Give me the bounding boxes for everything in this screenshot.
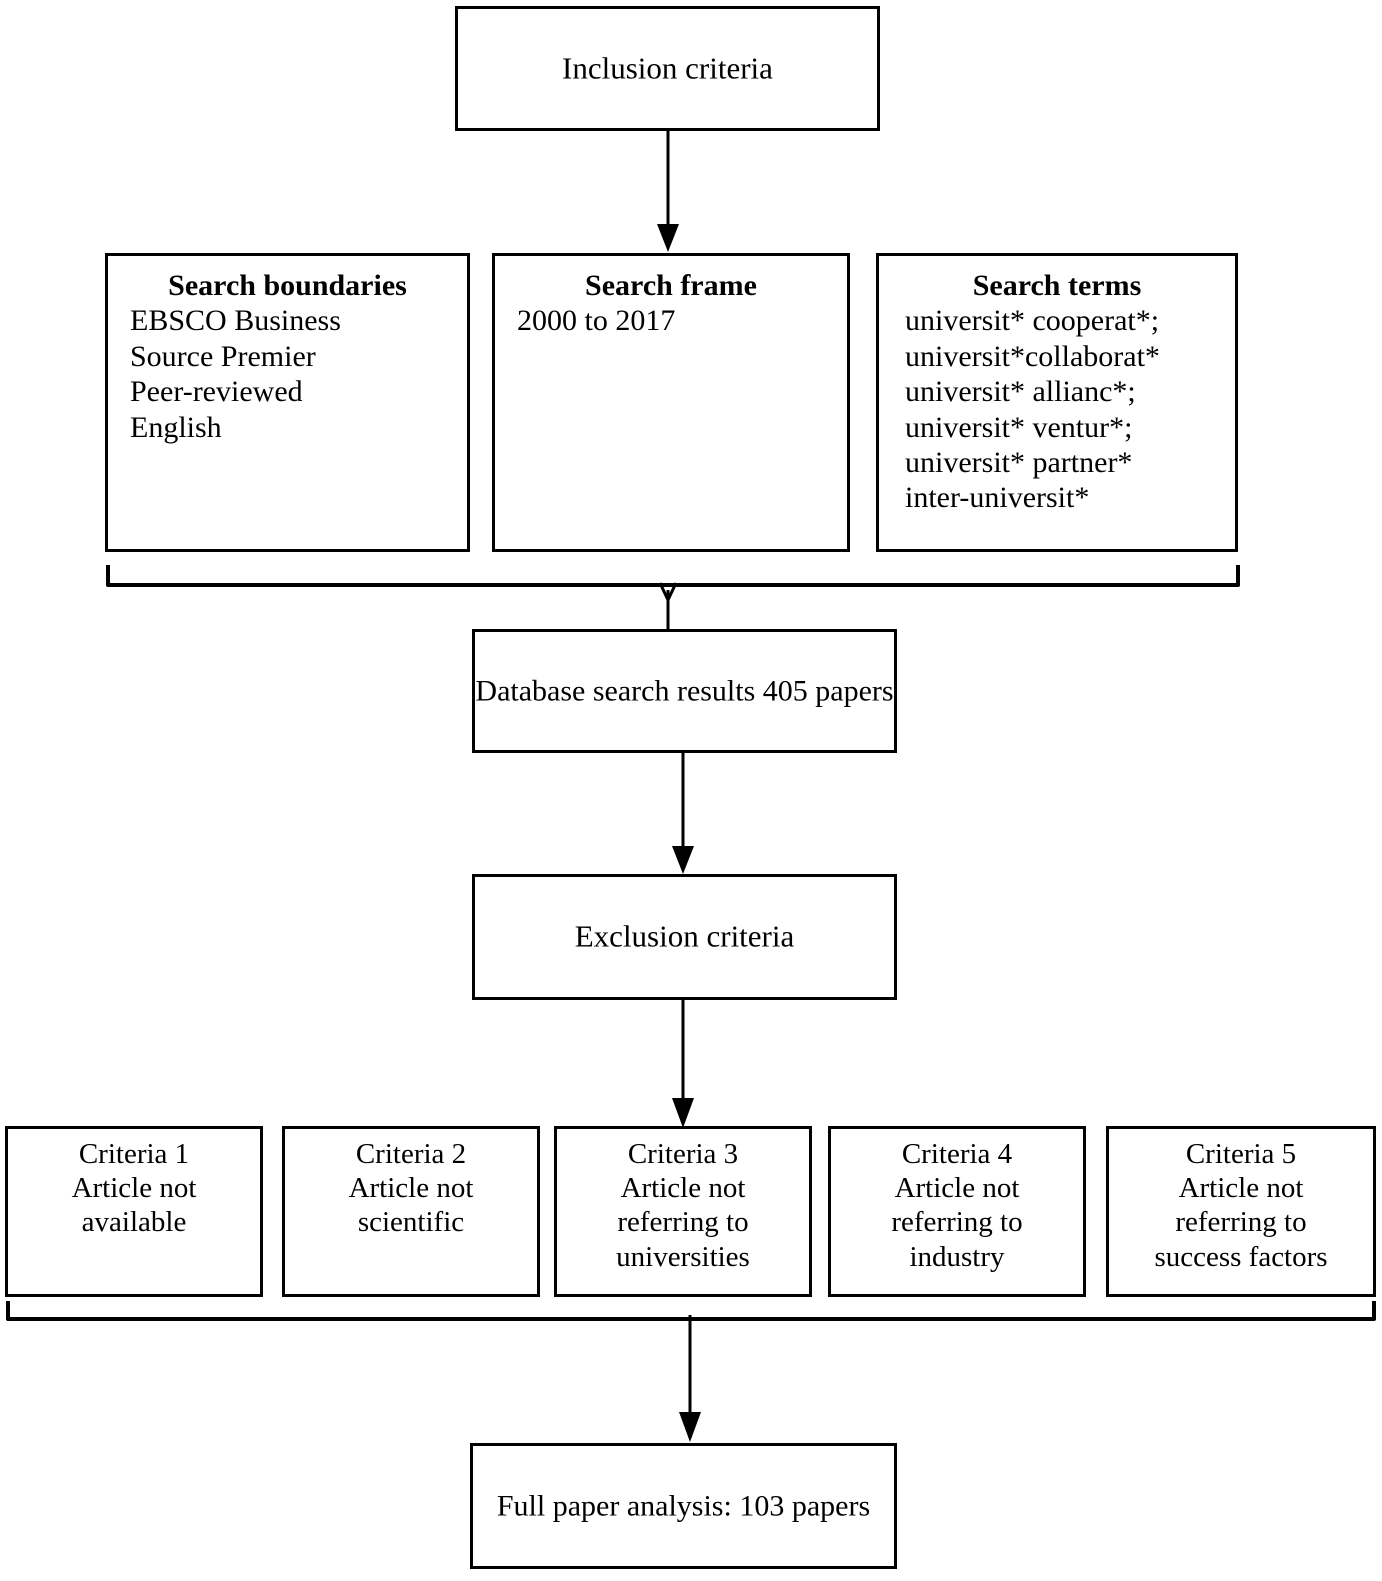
criteria-box-4[interactable]: Criteria 4 Article not referring to indu…: [828, 1126, 1086, 1297]
list-item: universit* allianc*;: [905, 375, 1136, 409]
criteria-lines: Article not referring to success factors: [1109, 1171, 1373, 1274]
node-database-search-results-line1: Database search results: [475, 674, 756, 708]
node-database-search-results[interactable]: Database search results 405 papers: [472, 629, 897, 753]
criteria-line: Article not: [71, 1172, 197, 1205]
brace-search-row: [106, 565, 1240, 629]
list-item: universit* partner*: [905, 445, 1133, 479]
criteria-title: Criteria 2: [355, 1138, 467, 1170]
node-full-paper-analysis-line2: 103 papers: [739, 1489, 871, 1523]
node-search-terms-heading: Search terms: [972, 269, 1142, 302]
list-item: Peer-reviewed: [130, 375, 303, 409]
criteria-line: industry: [909, 1240, 1005, 1273]
node-search-boundaries[interactable]: Search boundaries EBSCO Business Source …: [105, 253, 470, 552]
list-item: English: [130, 410, 222, 444]
criteria-lines: Article not referring to industry: [831, 1171, 1083, 1274]
arrow-inclusion-to-searchframe: [657, 131, 679, 252]
criteria-line: universities: [616, 1240, 750, 1273]
criteria-line: Article not: [894, 1172, 1020, 1205]
node-search-boundaries-heading: Search boundaries: [168, 269, 407, 302]
criteria-box-1[interactable]: Criteria 1 Article not available: [5, 1126, 263, 1297]
node-search-terms[interactable]: Search terms universit* cooperat*; unive…: [876, 253, 1238, 552]
criteria-line: referring to: [1175, 1206, 1307, 1239]
node-inclusion-criteria-label: Inclusion criteria: [562, 50, 773, 86]
criteria-line: scientific: [357, 1206, 465, 1239]
node-search-frame-items: 2000 to 2017: [495, 303, 847, 338]
criteria-box-5[interactable]: Criteria 5 Article not referring to succ…: [1106, 1126, 1376, 1297]
criteria-title: Criteria 4: [901, 1138, 1013, 1170]
node-full-paper-analysis[interactable]: Full paper analysis: 103 papers: [470, 1443, 897, 1569]
brace-criteria-row: [6, 1301, 1376, 1442]
criteria-lines: Article not available: [8, 1171, 260, 1239]
criteria-line: referring to: [891, 1206, 1023, 1239]
criteria-lines: Article not scientific: [285, 1171, 537, 1239]
arrow-database-to-exclusion: [672, 753, 694, 874]
arrow-exclusion-to-criteria: [672, 1000, 694, 1128]
node-exclusion-criteria[interactable]: Exclusion criteria: [472, 874, 897, 1000]
node-exclusion-criteria-label: Exclusion criteria: [574, 918, 795, 954]
node-inclusion-criteria[interactable]: Inclusion criteria: [455, 6, 880, 131]
list-item: Source Premier: [130, 339, 316, 373]
criteria-box-3[interactable]: Criteria 3 Article not referring to univ…: [554, 1126, 812, 1297]
node-search-boundaries-items: EBSCO Business Source Premier Peer-revie…: [108, 303, 467, 445]
criteria-lines: Article not referring to universities: [557, 1171, 809, 1274]
list-item: universit*collaborat*: [905, 339, 1160, 373]
criteria-line: Article not: [348, 1172, 474, 1205]
node-full-paper-analysis-line1: Full paper analysis:: [496, 1489, 732, 1523]
criteria-title: Criteria 3: [627, 1138, 739, 1170]
criteria-title: Criteria 1: [78, 1138, 190, 1170]
criteria-line: Article not: [1178, 1172, 1304, 1205]
node-search-terms-items: universit* cooperat*; universit*collabor…: [879, 303, 1235, 515]
criteria-line: success factors: [1154, 1240, 1328, 1273]
list-item: EBSCO Business: [130, 304, 341, 338]
criteria-line: referring to: [617, 1206, 749, 1239]
list-item: universit* cooperat*;: [905, 304, 1160, 338]
node-database-search-results-line2: 405 papers: [762, 674, 894, 708]
criteria-line: available: [81, 1206, 187, 1239]
node-search-frame[interactable]: Search frame 2000 to 2017: [492, 253, 850, 552]
node-search-frame-heading: Search frame: [585, 269, 757, 302]
criteria-title: Criteria 5: [1185, 1138, 1297, 1170]
criteria-line: Article not: [620, 1172, 746, 1205]
criteria-box-2[interactable]: Criteria 2 Article not scientific: [282, 1126, 540, 1297]
list-item: 2000 to 2017: [517, 304, 676, 338]
list-item: inter-universit*: [905, 481, 1090, 515]
list-item: universit* ventur*;: [905, 410, 1133, 444]
